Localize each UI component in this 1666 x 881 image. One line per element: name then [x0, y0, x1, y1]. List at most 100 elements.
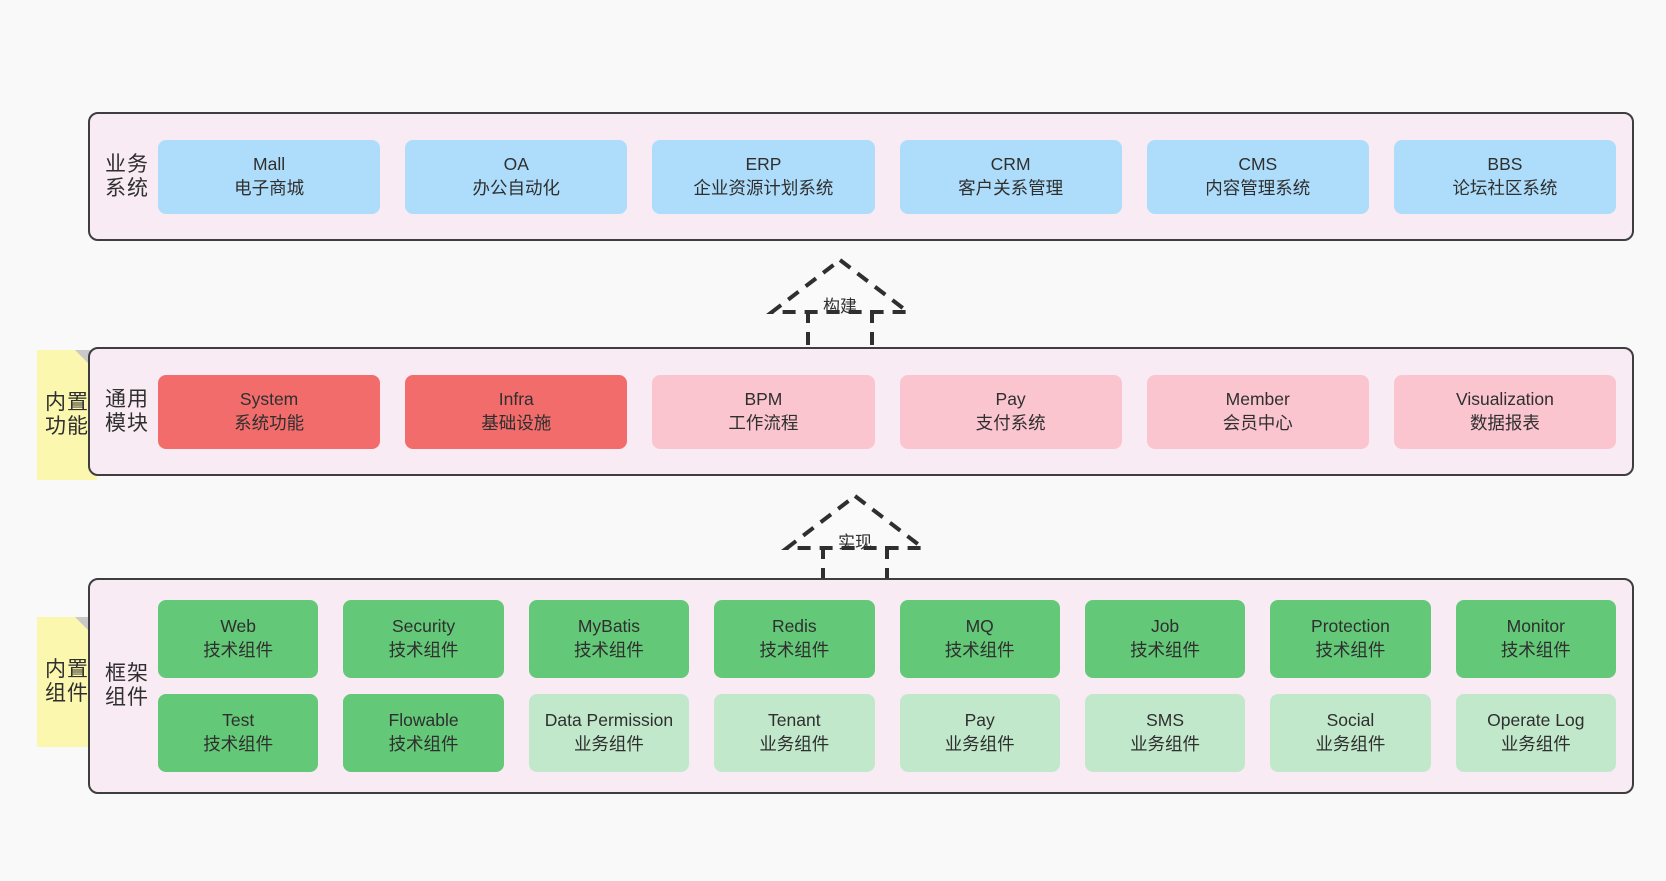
card-redis[interactable]: Redis 技术组件	[714, 600, 875, 678]
card-row: Web 技术组件 Security 技术组件 MyBatis 技术组件 Redi…	[158, 600, 1616, 678]
card-subtitle: 技术组件	[388, 640, 459, 660]
card-title: Tenant	[768, 710, 821, 731]
card-pay[interactable]: Pay 支付系统	[899, 374, 1122, 449]
card-mq[interactable]: MQ 技术组件	[899, 600, 1060, 678]
card-title: Protection	[1311, 616, 1390, 637]
card-title: BPM	[744, 388, 783, 409]
card-data-permission[interactable]: Data Permission 业务组件	[528, 694, 690, 772]
connector-label-build: 构建	[823, 297, 857, 316]
card-subtitle: 业务组件	[759, 734, 830, 754]
note-builtin-features: 内置功能	[37, 350, 97, 480]
card-subtitle: 技术组件	[573, 640, 644, 660]
card-subtitle: 基础设施	[481, 412, 552, 433]
card-web[interactable]: Web 技术组件	[158, 600, 319, 678]
card-subtitle: 业务组件	[1130, 734, 1201, 754]
card-mybatis[interactable]: MyBatis 技术组件	[528, 600, 690, 678]
card-subtitle: 办公自动化	[472, 177, 561, 198]
card-bpm[interactable]: BPM 工作流程	[652, 374, 875, 449]
card-subtitle: 内容管理系统	[1205, 177, 1311, 198]
card-title: BBS	[1487, 153, 1523, 174]
card-test[interactable]: Test 技术组件	[158, 694, 319, 772]
note-label: 内置功能	[45, 391, 89, 438]
card-title: Pay	[964, 710, 995, 731]
card-sms[interactable]: SMS 业务组件	[1084, 694, 1246, 772]
card-oa[interactable]: OA 办公自动化	[405, 139, 628, 214]
card-title: SMS	[1146, 710, 1185, 731]
layer-body-business: Mall 电子商城 OA 办公自动化 ERP 企业资源计划系统 CRM 客户关系…	[150, 139, 1632, 214]
card-title: Member	[1225, 388, 1290, 409]
card-title: System	[239, 388, 299, 409]
card-title: ERP	[745, 153, 782, 174]
card-subtitle: 业务组件	[1315, 734, 1386, 754]
note-label: 内置组件	[45, 658, 89, 705]
card-tenant[interactable]: Tenant 业务组件	[714, 694, 875, 772]
card-subtitle: 技术组件	[203, 734, 274, 754]
card-subtitle: 客户关系管理	[958, 177, 1064, 198]
card-member[interactable]: Member 会员中心	[1146, 374, 1369, 449]
card-subtitle: 会员中心	[1222, 412, 1293, 433]
card-row: Test 技术组件 Flowable 技术组件 Data Permission …	[158, 694, 1616, 772]
card-title: Flowable	[388, 710, 459, 731]
connector-build: 构建	[760, 256, 920, 352]
card-title: CRM	[990, 153, 1031, 174]
card-subtitle: 业务组件	[1500, 734, 1571, 754]
card-subtitle: 技术组件	[388, 734, 459, 754]
card-title: Operate Log	[1487, 710, 1585, 731]
card-cms[interactable]: CMS 内容管理系统	[1146, 139, 1369, 214]
card-title: OA	[503, 153, 529, 174]
card-visualization[interactable]: Visualization 数据报表	[1393, 374, 1617, 449]
card-pay-component[interactable]: Pay 业务组件	[899, 694, 1060, 772]
connector-implement: 实现	[775, 492, 935, 588]
note-builtin-components: 内置组件	[37, 617, 97, 747]
layer-title-framework: 框架组件	[105, 662, 149, 709]
card-title: Test	[222, 710, 255, 731]
card-security[interactable]: Security 技术组件	[343, 600, 504, 678]
card-job[interactable]: Job 技术组件	[1084, 600, 1246, 678]
card-crm[interactable]: CRM 客户关系管理	[899, 139, 1122, 214]
card-social[interactable]: Social 业务组件	[1270, 694, 1431, 772]
card-mall[interactable]: Mall 电子商城	[158, 139, 381, 214]
card-title: Web	[220, 616, 257, 637]
layer-body-common: System 系统功能 Infra 基础设施 BPM 工作流程 Pay 支付系统…	[150, 374, 1632, 449]
card-subtitle: 技术组件	[1500, 640, 1571, 660]
card-row: Mall 电子商城 OA 办公自动化 ERP 企业资源计划系统 CRM 客户关系…	[158, 139, 1617, 214]
card-bbs[interactable]: BBS 论坛社区系统	[1393, 139, 1617, 214]
card-title: Redis	[771, 616, 817, 637]
card-system[interactable]: System 系统功能	[158, 374, 381, 449]
card-flowable[interactable]: Flowable 技术组件	[343, 694, 504, 772]
card-subtitle: 数据报表	[1469, 412, 1540, 433]
card-erp[interactable]: ERP 企业资源计划系统	[652, 139, 875, 214]
card-subtitle: 技术组件	[759, 640, 830, 660]
card-subtitle: 企业资源计划系统	[693, 177, 834, 198]
card-title: MyBatis	[577, 616, 641, 637]
card-title: Job	[1150, 616, 1180, 637]
card-title: CMS	[1238, 153, 1278, 174]
layer-business-system: 业务系统 Mall 电子商城 OA 办公自动化 ERP 企业资源计划系统 CRM…	[88, 112, 1634, 241]
card-infra[interactable]: Infra 基础设施	[405, 374, 628, 449]
card-subtitle: 工作流程	[728, 412, 799, 433]
card-subtitle: 业务组件	[944, 734, 1015, 754]
card-subtitle: 支付系统	[975, 412, 1046, 433]
card-subtitle: 系统功能	[234, 412, 305, 433]
card-title: Social	[1326, 710, 1375, 731]
card-subtitle: 技术组件	[944, 640, 1015, 660]
card-row: System 系统功能 Infra 基础设施 BPM 工作流程 Pay 支付系统…	[158, 374, 1617, 449]
card-monitor[interactable]: Monitor 技术组件	[1455, 600, 1616, 678]
card-title: MQ	[965, 616, 994, 637]
card-title: Security	[391, 616, 456, 637]
layer-common-module: 通用模块 System 系统功能 Infra 基础设施 BPM 工作流程 Pay…	[88, 347, 1634, 476]
card-title: Infra	[498, 388, 534, 409]
card-subtitle: 电子商城	[234, 177, 305, 198]
card-subtitle: 技术组件	[203, 640, 274, 660]
card-protection[interactable]: Protection 技术组件	[1270, 600, 1431, 678]
card-operate-log[interactable]: Operate Log 业务组件	[1455, 694, 1616, 772]
card-subtitle: 业务组件	[573, 734, 644, 754]
layer-framework-component: 框架组件 Web 技术组件 Security 技术组件 MyBatis 技术组件…	[88, 578, 1634, 794]
layer-title-common: 通用模块	[105, 387, 149, 435]
card-title: Data Permission	[544, 710, 674, 731]
card-subtitle: 技术组件	[1315, 640, 1386, 660]
card-title: Pay	[995, 388, 1026, 409]
connector-label-implement: 实现	[838, 533, 872, 552]
card-title: Monitor	[1506, 616, 1565, 637]
card-title: Visualization	[1455, 388, 1554, 409]
